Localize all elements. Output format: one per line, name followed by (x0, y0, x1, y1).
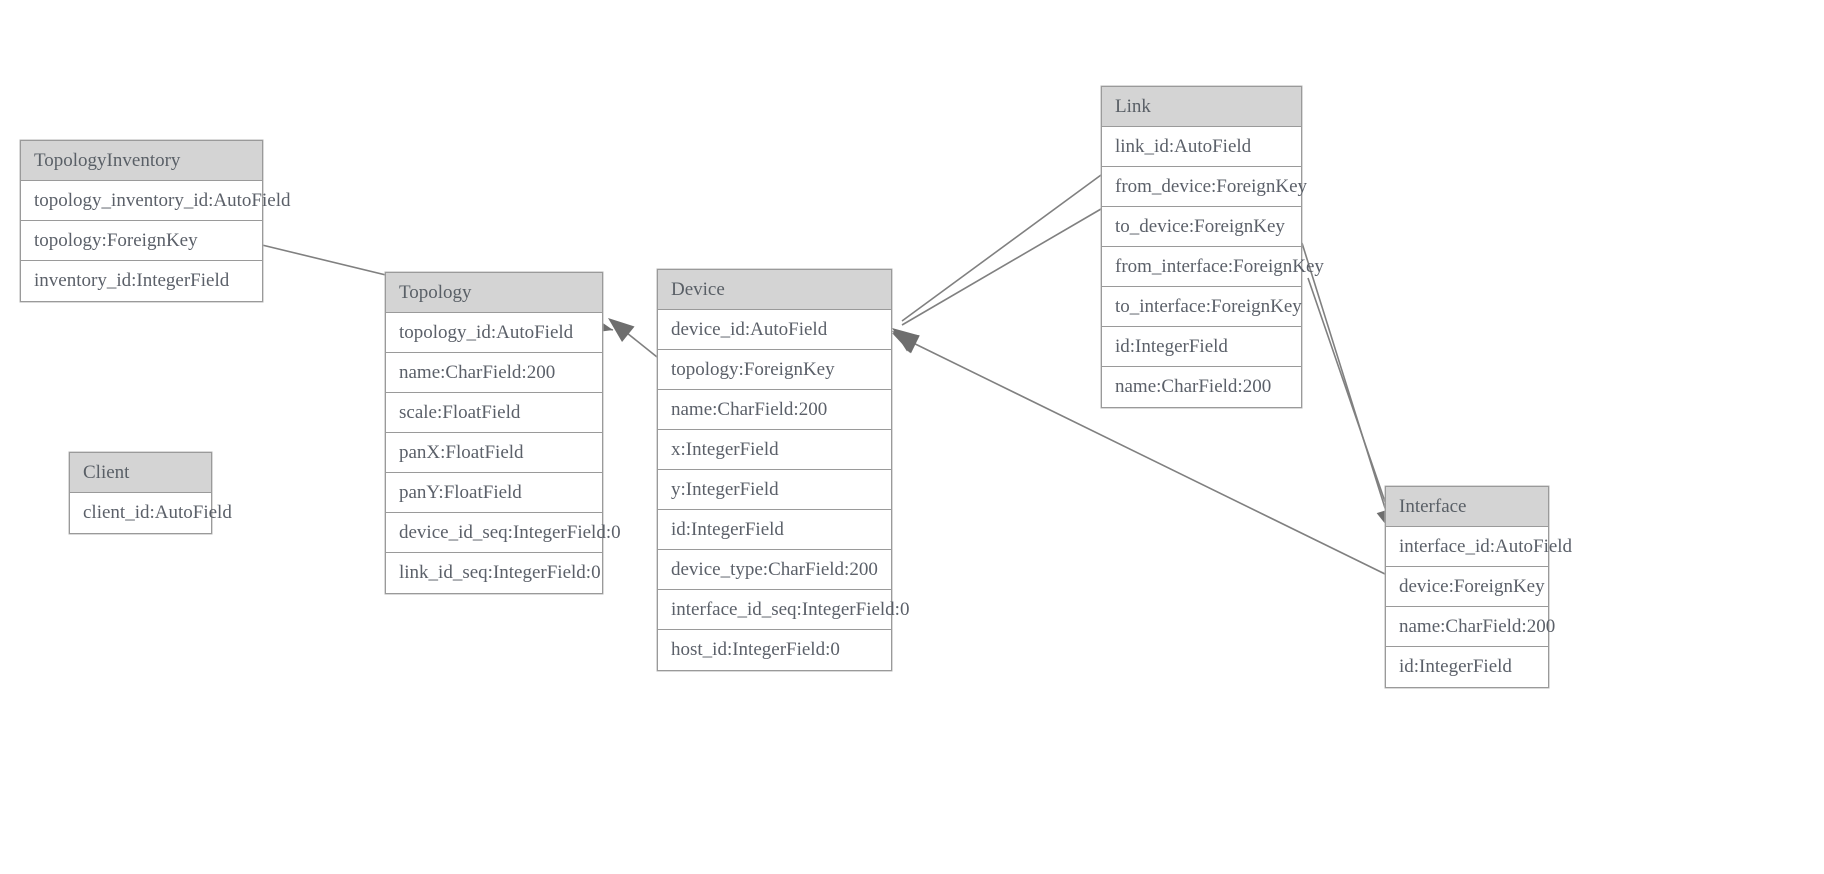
entity-title-topology-inventory: TopologyInventory (21, 141, 262, 181)
field-row: id:IntegerField (1386, 647, 1548, 687)
field-row: x:IntegerField (658, 430, 891, 470)
field-row: name:CharField:200 (658, 390, 891, 430)
relationship-line-rel-device-topology (616, 324, 658, 358)
field-row: interface_id_seq:IntegerField:0 (658, 590, 909, 630)
entity-fields-client: client_id:AutoField (70, 493, 232, 533)
field-row: device_type:CharField:200 (658, 550, 891, 590)
relationship-line-rel-link-todevice-device (901, 208, 1102, 326)
field-row: device_id:AutoField (658, 310, 891, 350)
field-row: to_device:ForeignKey (1102, 207, 1301, 247)
field-row: topology:ForeignKey (21, 221, 262, 261)
entity-title-client: Client (70, 453, 211, 493)
entity-title-interface: Interface (1386, 487, 1548, 527)
entity-title-topology: Topology (386, 273, 602, 313)
relationship-line-rel-link-frominterface-interface (1301, 242, 1391, 525)
field-row: link_id_seq:IntegerField:0 (386, 553, 602, 593)
field-row: name:CharField:200 (386, 353, 602, 393)
relationship-line-rel-link-tointerface-interface (1307, 277, 1394, 526)
field-row: topology:ForeignKey (658, 350, 891, 390)
field-row: host_id:IntegerField:0 (658, 630, 891, 670)
relationship-arrowhead-rel-device-topology (608, 318, 635, 343)
entity-title-device: Device (658, 270, 891, 310)
field-row: link_id:AutoField (1102, 127, 1301, 167)
relationship-line-rel-link-fromdevice-device (901, 174, 1102, 322)
field-row: scale:FloatField (386, 393, 602, 433)
field-row: device:ForeignKey (1386, 567, 1548, 607)
field-row: interface_id:AutoField (1386, 527, 1572, 567)
field-row: panY:FloatField (386, 473, 602, 513)
field-row: to_interface:ForeignKey (1102, 287, 1302, 327)
field-row: client_id:AutoField (70, 493, 232, 533)
field-row: device_id_seq:IntegerField:0 (386, 513, 621, 553)
field-row: from_interface:ForeignKey (1102, 247, 1324, 287)
field-row: name:CharField:200 (1102, 367, 1301, 407)
entity-title-link: Link (1102, 87, 1301, 127)
field-row: y:IntegerField (658, 470, 891, 510)
field-row: panX:FloatField (386, 433, 602, 473)
field-row: id:IntegerField (1102, 327, 1301, 367)
field-row: id:IntegerField (658, 510, 891, 550)
relationship-arrowhead-rel-interface-device-device (892, 333, 920, 354)
field-row: inventory_id:IntegerField (21, 261, 262, 301)
field-row: from_device:ForeignKey (1102, 167, 1307, 207)
field-row: topology_id:AutoField (386, 313, 602, 353)
field-row: name:CharField:200 (1386, 607, 1555, 647)
field-row: topology_inventory_id:AutoField (21, 181, 291, 221)
